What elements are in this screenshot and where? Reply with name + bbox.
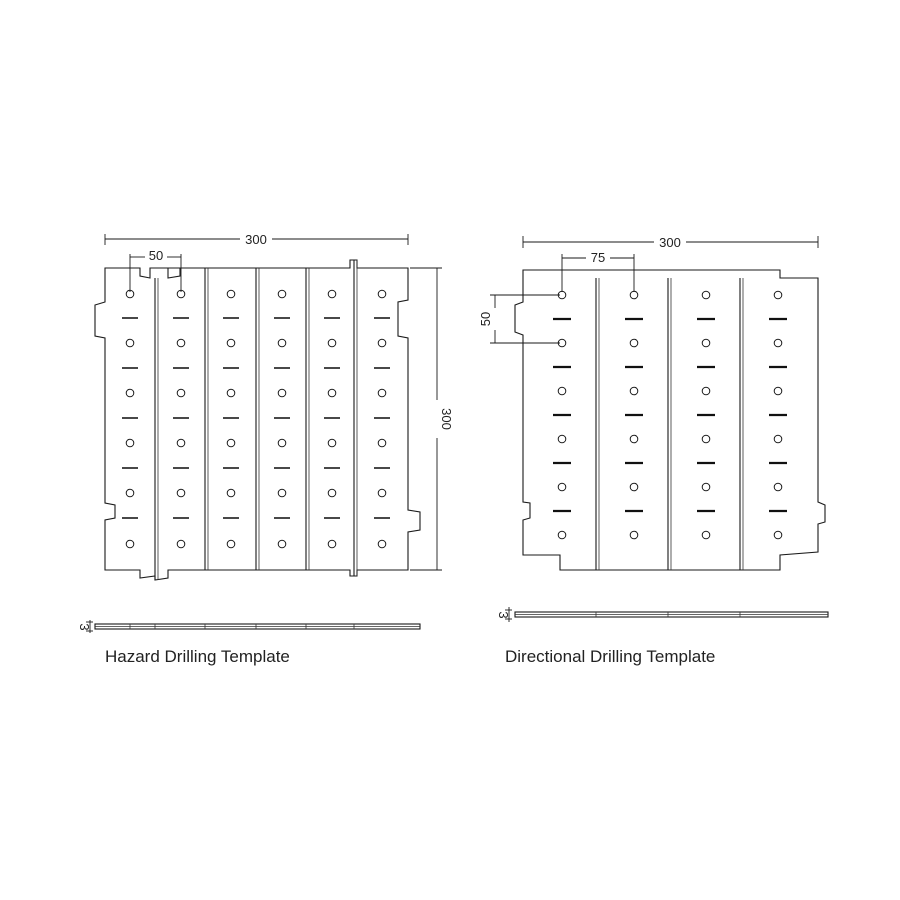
drill-hole: [176, 539, 186, 549]
drill-hole: [226, 289, 236, 299]
drill-hole: [125, 438, 135, 448]
drill-hole: [629, 530, 639, 540]
directional-caption: Directional Drilling Template: [505, 647, 715, 666]
hazard-height-label: 300: [439, 408, 454, 430]
drill-hole: [377, 438, 387, 448]
drill-hole: [176, 438, 186, 448]
hazard-side-profile: 3: [77, 620, 421, 633]
drill-hole: [277, 488, 287, 498]
hazard-width-label: 300: [245, 232, 267, 247]
drill-hole: [773, 530, 783, 540]
hazard-thickness-label: 3: [77, 623, 92, 630]
directional-lane-dividers: [595, 278, 744, 570]
drill-hole: [277, 289, 287, 299]
drill-hole: [377, 289, 387, 299]
hazard-outline: [94, 259, 421, 581]
drill-hole: [629, 338, 639, 348]
directional-width-label: 300: [659, 235, 681, 250]
drill-hole: [773, 338, 783, 348]
drill-hole: [176, 388, 186, 398]
drill-hole: [226, 438, 236, 448]
directional-outline: [514, 269, 826, 571]
directional-width-dimension: 300: [522, 235, 819, 250]
drill-hole: [277, 438, 287, 448]
drill-hole: [377, 388, 387, 398]
hazard-height-dimension: 300: [410, 267, 454, 571]
drill-hole: [629, 386, 639, 396]
drill-hole: [773, 482, 783, 492]
drill-hole: [327, 438, 337, 448]
directional-vertical-dimension: 50: [478, 294, 560, 344]
hazard-caption: Hazard Drilling Template: [105, 647, 290, 666]
drill-hole: [377, 539, 387, 549]
drill-hole: [701, 482, 711, 492]
drill-hole: [629, 482, 639, 492]
directional-spacing-dimension: 75: [561, 250, 635, 292]
drill-hole: [226, 488, 236, 498]
drill-hole: [277, 388, 287, 398]
drill-hole: [327, 388, 337, 398]
directional-slots: [553, 317, 787, 513]
hazard-width-dimension: 300: [104, 232, 409, 247]
drill-hole: [701, 386, 711, 396]
hazard-lane-dividers: [154, 260, 358, 580]
directional-vertical-spacing-label: 50: [478, 312, 493, 326]
drill-hole: [557, 530, 567, 540]
drill-hole: [377, 338, 387, 348]
drill-hole: [701, 290, 711, 300]
drill-hole: [557, 434, 567, 444]
drill-hole: [701, 434, 711, 444]
drill-hole: [629, 290, 639, 300]
drill-hole: [629, 434, 639, 444]
drill-hole: [773, 434, 783, 444]
directional-thickness-label: 3: [496, 611, 511, 618]
drill-hole: [327, 338, 337, 348]
drill-hole: [125, 338, 135, 348]
hazard-slots: [122, 317, 390, 519]
directional-side-profile: 3: [496, 607, 829, 622]
directional-horizontal-spacing-label: 75: [591, 250, 605, 265]
drill-hole: [773, 386, 783, 396]
drill-hole: [277, 338, 287, 348]
directional-template: 300 75 50 3: [478, 235, 829, 666]
drill-hole: [327, 289, 337, 299]
drill-hole: [557, 482, 567, 492]
drill-hole: [557, 386, 567, 396]
drill-hole: [176, 488, 186, 498]
drill-hole: [125, 539, 135, 549]
drill-hole: [125, 488, 135, 498]
drill-hole: [176, 338, 186, 348]
drill-hole: [701, 530, 711, 540]
directional-holes: [557, 290, 783, 540]
drill-hole: [701, 338, 711, 348]
drill-hole: [226, 539, 236, 549]
drill-hole: [226, 388, 236, 398]
drill-hole: [327, 539, 337, 549]
drill-hole: [377, 488, 387, 498]
hazard-template: 300 50 300: [77, 232, 454, 666]
drill-hole: [226, 338, 236, 348]
hazard-spacing-dimension: 50: [129, 248, 182, 292]
drill-hole: [327, 488, 337, 498]
drill-hole: [277, 539, 287, 549]
hazard-spacing-label: 50: [149, 248, 163, 263]
drill-hole: [773, 290, 783, 300]
drill-hole: [125, 388, 135, 398]
